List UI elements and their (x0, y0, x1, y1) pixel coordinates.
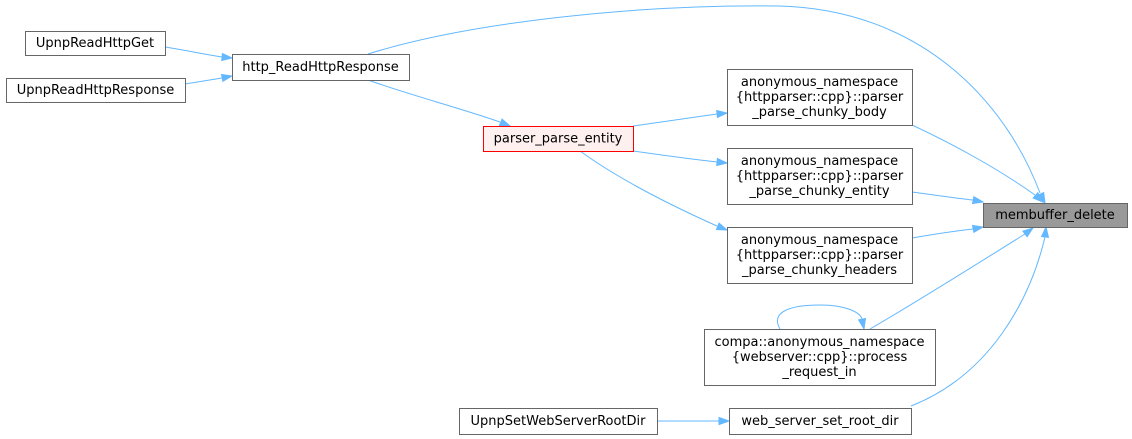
node-box (483, 126, 634, 152)
edge-parser_parse_entity-to-parser_parse_chunky_body (632, 109, 729, 127)
edge-line (632, 113, 718, 127)
arrowhead-icon (718, 416, 731, 426)
node-label-line: anonymous_namespace (741, 233, 898, 248)
node-parser_parse_entity[interactable]: parser_parse_entity (483, 126, 634, 152)
edge-line (911, 124, 1036, 196)
edge-UpnpReadHttpResponse-to-http_ReadHttpResponse (184, 73, 234, 85)
edge-line (777, 304, 863, 330)
edge-UpnpSetWebServerRootDir-to-web_server_set_root_dir (656, 416, 731, 426)
edge-parser_parse_chunky_headers-to-membuffer_delete (911, 224, 985, 239)
node-label-line: UpnpReadHttpResponse (17, 83, 175, 98)
node-http_ReadHttpResponse[interactable]: http_ReadHttpResponse (232, 54, 410, 81)
node-parser_parse_chunky_entity[interactable]: anonymous_namespace{httpparser::cpp}::pa… (727, 148, 913, 205)
edge-http_ReadHttpResponse-to-parser_parse_entity (367, 79, 512, 127)
node-membuffer_delete[interactable]: membuffer_delete (983, 203, 1128, 228)
node-label-line: _request_in (781, 365, 856, 380)
arrowhead-icon (1032, 191, 1045, 203)
arrowhead-icon (715, 222, 729, 231)
edge-http_ReadHttpResponse-to-membuffer_delete (367, 5, 1046, 205)
edge-line (869, 233, 1026, 330)
node-box (232, 54, 410, 81)
arrowhead-icon (220, 73, 234, 83)
node-label-line: web_server_set_root_dir (741, 414, 899, 429)
node-web_server_set_root_dir[interactable]: web_server_set_root_dir (729, 408, 912, 435)
node-label-line: compa::anonymous_namespace (715, 335, 925, 350)
node-label-line: {httpparser::cpp}::parser (736, 169, 904, 184)
node-label-line: UpnpSetWebServerRootDir (471, 414, 647, 429)
node-label-line: _parse_chunky_headers (741, 263, 897, 278)
edge-process_request_in-to-process_request_in (777, 304, 867, 331)
arrowhead-icon (716, 109, 729, 119)
node-parser_parse_chunky_body[interactable]: anonymous_namespace{httpparser::cpp}::pa… (727, 69, 913, 126)
edge-line (579, 150, 718, 227)
arrowhead-icon (221, 52, 234, 62)
node-label-line: anonymous_namespace (741, 75, 898, 90)
node-box (704, 329, 936, 386)
edge-web_server_set_root_dir-to-membuffer_delete (910, 225, 1050, 407)
node-label-line: membuffer_delete (995, 208, 1115, 223)
node-box (459, 408, 658, 435)
nodes: membuffer_delete UpnpReadHttpGetUpnpReadH… (6, 31, 1128, 435)
arrowhead-icon (716, 157, 729, 167)
node-label-line: {httpparser::cpp}::parser (736, 248, 904, 263)
node-box (983, 203, 1128, 228)
node-label-line: {webserver::cpp}::process (732, 350, 908, 365)
edge-line (910, 236, 1046, 407)
node-label-line: http_ReadHttpResponse (242, 60, 399, 75)
arrowhead-icon (857, 317, 867, 331)
arrowhead-icon (971, 195, 985, 205)
edge-parser_parse_chunky_body-to-membuffer_delete (911, 124, 1045, 203)
node-box (727, 148, 913, 205)
node-process_request_in[interactable]: compa::anonymous_namespace{webserver::cp… (704, 329, 936, 386)
edge-line (911, 191, 974, 201)
node-label-line: {httpparser::cpp}::parser (736, 90, 904, 105)
node-box (727, 69, 913, 126)
arrowhead-icon (498, 118, 512, 127)
edge-UpnpReadHttpGet-to-http_ReadHttpResponse (164, 46, 234, 62)
node-label-line: anonymous_namespace (741, 154, 898, 169)
node-box (25, 31, 166, 56)
arrowhead-icon (1040, 225, 1050, 238)
edge-line (367, 79, 501, 123)
edge-parser_parse_entity-to-parser_parse_chunky_headers (579, 150, 729, 231)
node-UpnpReadHttpResponse[interactable]: UpnpReadHttpResponse (6, 78, 186, 103)
node-parser_parse_chunky_headers[interactable]: anonymous_namespace{httpparser::cpp}::pa… (727, 227, 913, 284)
node-label-line: _parse_chunky_entity (748, 184, 890, 199)
edge-process_request_in-to-membuffer_delete (869, 227, 1035, 330)
node-label-line: _parse_chunky_body (751, 105, 887, 120)
edge-parser_parse_entity-to-parser_parse_chunky_entity (632, 150, 729, 167)
node-UpnpReadHttpGet[interactable]: UpnpReadHttpGet (25, 31, 166, 56)
arrowhead-icon (971, 224, 985, 234)
edge-line (164, 46, 223, 58)
edge-line (184, 77, 223, 85)
edge-line (632, 150, 718, 163)
edges (164, 5, 1050, 426)
node-label-line: UpnpReadHttpGet (36, 36, 154, 51)
node-box (6, 78, 186, 103)
node-box (729, 408, 912, 435)
node-UpnpSetWebServerRootDir[interactable]: UpnpSetWebServerRootDir (459, 408, 658, 435)
edge-parser_parse_chunky_entity-to-membuffer_delete (911, 191, 985, 205)
edge-line (911, 228, 974, 239)
arrowhead-icon (1022, 227, 1035, 238)
node-label-line: parser_parse_entity (494, 132, 623, 147)
node-box (727, 227, 913, 284)
edge-line (367, 5, 1041, 194)
